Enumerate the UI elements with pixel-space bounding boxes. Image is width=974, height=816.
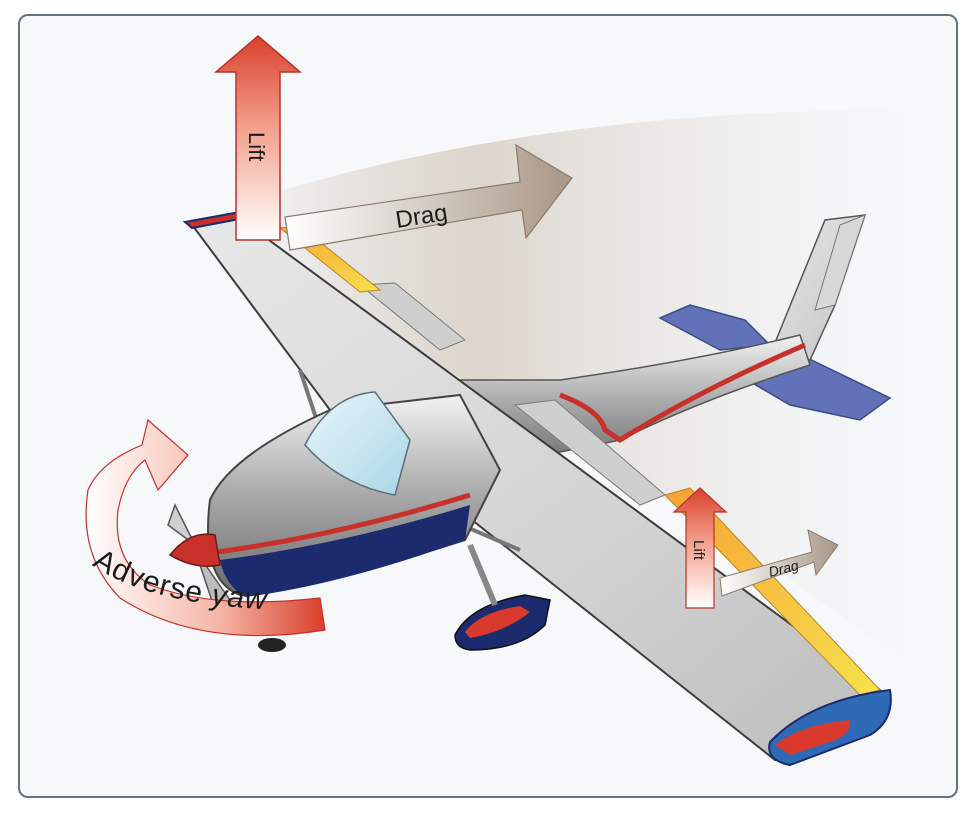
lift-label-right: Lift: [690, 540, 707, 561]
lift-label-left: Lift: [244, 132, 269, 161]
aft-fuselage-stripe: [559, 342, 806, 443]
yaw-word: yaw: [208, 578, 270, 616]
fuselage-stripe: [217, 492, 471, 555]
drag-label-right: Drag: [767, 557, 801, 580]
drag-arrow-right-wing: Drag: [719, 529, 839, 597]
horizontal-stabilizer-left: [658, 304, 772, 351]
main-wheel-fairing-red: [465, 606, 530, 638]
right-aileron: [664, 487, 881, 696]
propeller-blade-upper: [167, 503, 196, 546]
fuselage-belly: [220, 505, 470, 597]
lift-arrow-left-wing: Lift: [213, 35, 303, 241]
main-gear-leg: [467, 543, 498, 607]
lift-arrow-right-wing: Lift: [672, 487, 728, 609]
canopy: [304, 391, 411, 496]
rudder-hatching: [814, 214, 866, 311]
spinner: [168, 533, 221, 567]
nose-wheel: [258, 638, 286, 652]
left-flap: [358, 282, 466, 351]
right-wingtip-red: [775, 720, 851, 755]
